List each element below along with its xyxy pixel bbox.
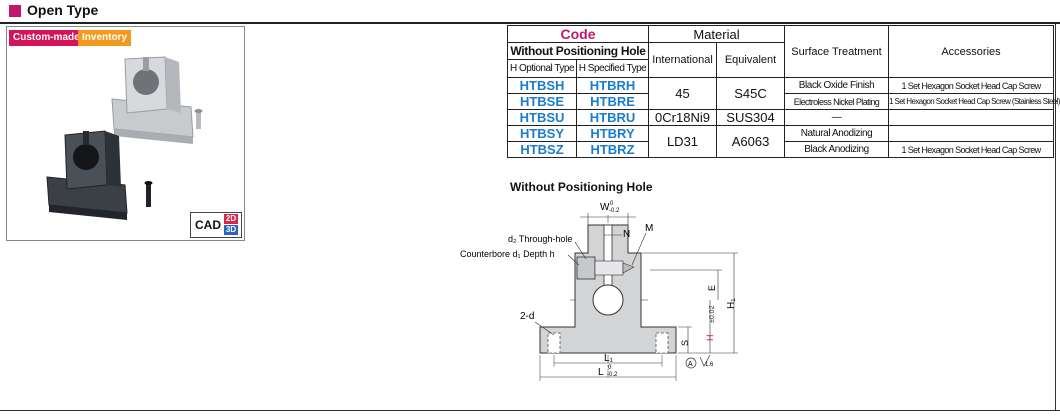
international-header: International [648, 42, 717, 78]
material-header: Material [648, 25, 785, 43]
inventory-badge[interactable]: Inventory [78, 30, 132, 46]
dim-w-tol-upper: 0 [610, 201, 614, 207]
dim-2d-label: 2-d [520, 311, 534, 322]
part-code-link[interactable]: HTBRZ [576, 141, 649, 158]
table-row: HTBSU HTBRU 0Cr18Ni9 SUS304 — [507, 109, 1054, 126]
h-optional-type-header: H Optional Type [507, 59, 577, 78]
product-illustration [46, 56, 203, 220]
accessories-cell: 1 Set Hexagon Socket Head Cap Screw [888, 77, 1054, 94]
dim-w-label: W [600, 202, 610, 213]
custom-made-badge[interactable]: Custom-made [9, 30, 84, 46]
datum-label: A [688, 361, 693, 368]
cad-2d-icon: 2D [224, 214, 238, 224]
dim-h-tolerance: ±0.02 [709, 305, 716, 323]
part-code-link[interactable]: HTBSY [507, 125, 577, 142]
part-code-link[interactable]: HTBRE [576, 93, 649, 110]
dim-l-tol-lower: -0.2 [607, 372, 618, 378]
specification-table: Code Material Surface Treatment Accessor… [507, 25, 1060, 158]
surface-treatment-cell: — [784, 109, 889, 126]
header-divider [0, 22, 1060, 24]
table-row: HTBSY HTBRY LD31 A6063 Natural Anodizing [507, 125, 1054, 158]
material-equivalent: A6063 [716, 125, 785, 158]
material-international: 45 [648, 77, 717, 110]
accessories-cell: 1 Set Hexagon Socket Head Cap Screw [888, 141, 1054, 158]
table-row: HTBSH HTBRH 45 S45C Black Oxide Finish 1… [507, 77, 1054, 110]
dim-l-label: L [598, 367, 604, 378]
surface-treatment-header: Surface Treatment [784, 25, 889, 78]
surface-treatment-cell: Natural Anodizing [784, 125, 889, 142]
dim-n-label: N [623, 229, 630, 240]
section-marker-icon [9, 5, 21, 17]
part-code-link[interactable]: HTBSE [507, 93, 577, 110]
surface-treatment-cell: Black Oxide Finish [784, 77, 889, 94]
without-positioning-hole-header: Without Positioning Hole [507, 42, 649, 60]
part-code-link[interactable]: HTBSH [507, 77, 577, 94]
part-code-link[interactable]: HTBRU [576, 109, 649, 126]
accessories-header: Accessories [888, 25, 1054, 78]
h-specified-type-header: H Specified Type [576, 59, 649, 78]
silver-shaft-support-image [111, 56, 203, 144]
part-code-link[interactable]: HTBSZ [507, 141, 577, 158]
part-code-link[interactable]: HTBSU [507, 109, 577, 126]
roughness-symbol-icon [699, 354, 711, 367]
material-equivalent: SUS304 [716, 109, 785, 126]
material-equivalent: S45C [716, 77, 785, 110]
technical-drawing: W 0 -0.2 N M d₂ Through-hole Counterbore… [460, 201, 738, 381]
through-hole-label: d₂ Through-hole [508, 234, 572, 244]
part-code-link[interactable]: HTBRY [576, 125, 649, 142]
code-header: Code [507, 25, 649, 43]
dim-s-label: S [680, 340, 690, 346]
dim-e-label: E [707, 285, 717, 291]
diagram-title: Without Positioning Hole [510, 180, 653, 194]
accessories-cell: 1 Set Hexagon Socket Head Cap Screw (Sta… [888, 93, 1060, 110]
black-shaft-support-image [46, 130, 153, 220]
right-border [1055, 24, 1056, 410]
counterbore-label: Counterbore d₁ Depth h [460, 249, 555, 259]
accessories-cell [888, 109, 1054, 126]
section-title: Open Type [27, 2, 99, 18]
cad-3d-icon: 3D [224, 225, 238, 235]
roughness-label: 1.6 [705, 362, 714, 368]
material-international: LD31 [648, 125, 717, 158]
equivalent-header: Equivalent [716, 42, 785, 78]
product-image-panel: Custom-made Inventory [6, 26, 245, 241]
bottom-border [0, 410, 1060, 411]
dim-w-tol-lower: -0.2 [609, 208, 620, 214]
part-code-link[interactable]: HTBRH [576, 77, 649, 94]
table-row: HTBSZ HTBRZ Black Anodizing 1 Set Hexago… [507, 141, 1054, 158]
material-international: 0Cr18Ni9 [648, 109, 717, 126]
dim-h-label: H [705, 335, 715, 342]
surface-treatment-cell: Black Anodizing [784, 141, 889, 158]
surface-treatment-cell: Electroless Nickel Plating [784, 93, 889, 110]
dim-l-tol-upper: 0 [608, 365, 612, 371]
dim-h1-label: H₁ [726, 298, 737, 309]
dim-m-label: M [645, 223, 653, 234]
accessories-cell [888, 125, 1054, 142]
cad-download-button[interactable]: CAD 2D 3D [190, 212, 242, 238]
datum-circle-icon [685, 357, 697, 369]
dim-l1-label: L₁ [604, 353, 614, 364]
